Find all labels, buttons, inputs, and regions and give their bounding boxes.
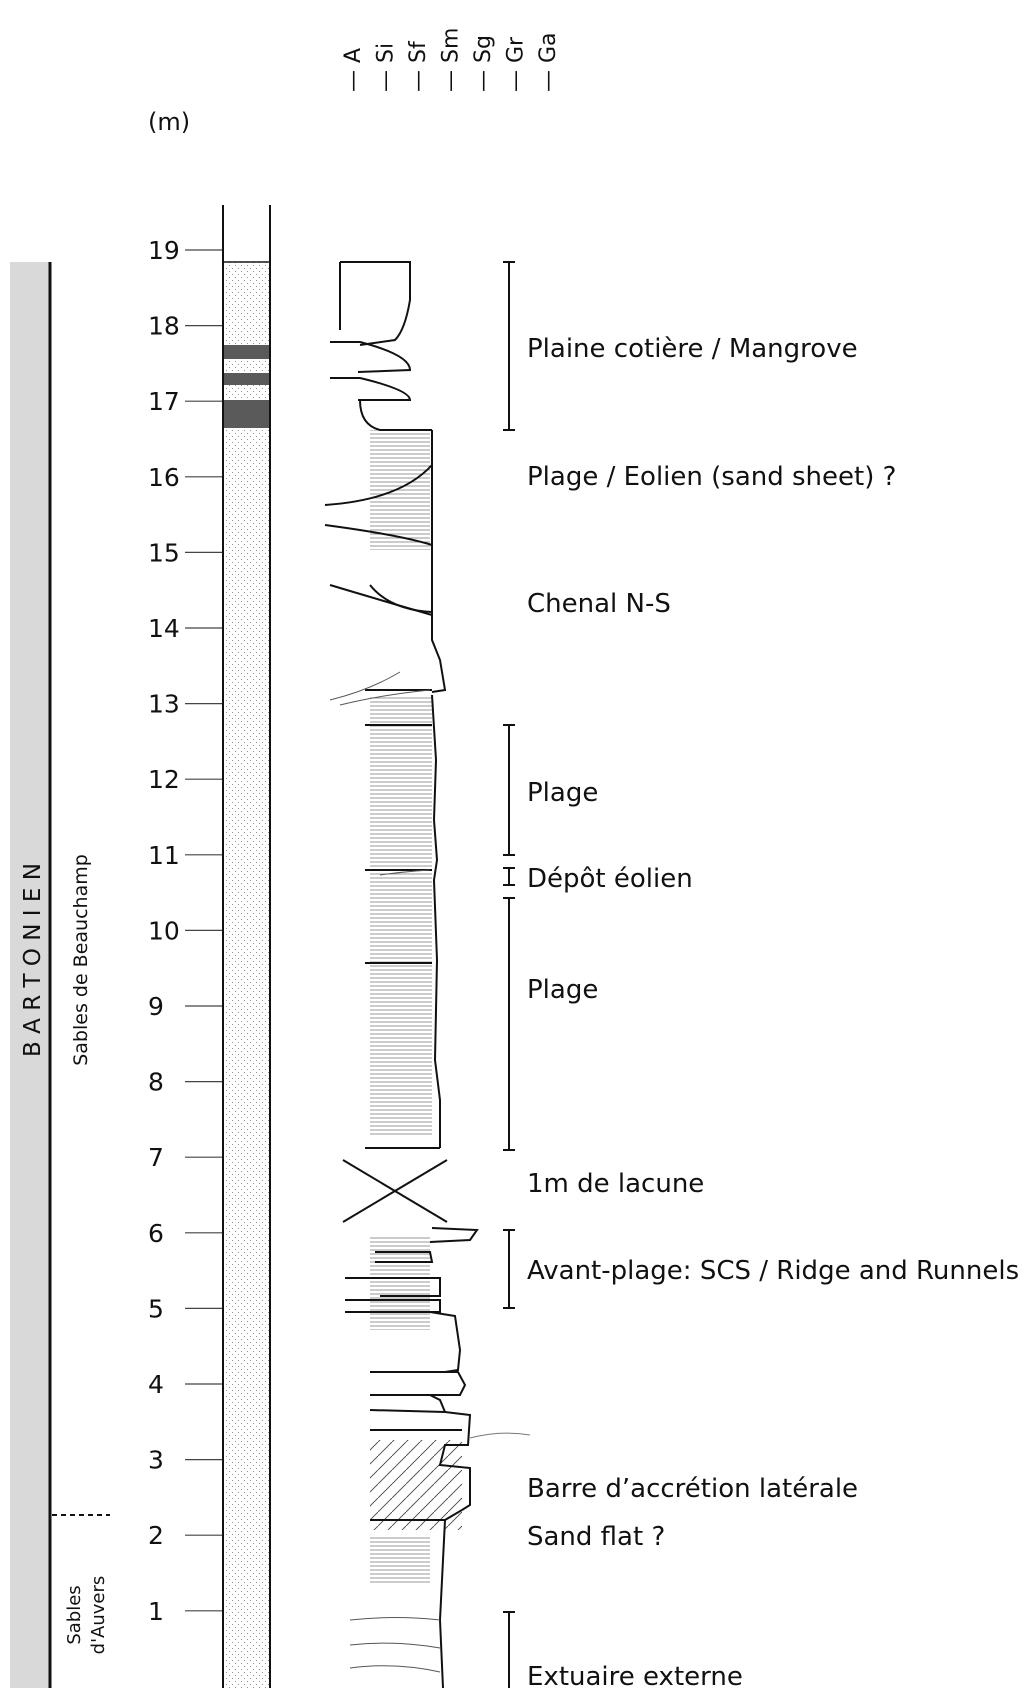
interpretation-label: Plage / Eolien (sand sheet) ? — [527, 462, 896, 492]
stage-label: B A R T O N I E N — [20, 863, 46, 1057]
depth-tick-label: 7 — [148, 1143, 164, 1172]
interpretation-brackets — [503, 261, 515, 1688]
formation-label-auvers-line1: Sables — [64, 1585, 85, 1644]
formation-label-beauchamp: Sables de Beauchamp — [70, 854, 92, 1066]
interpretation-label: Chenal N-S — [527, 589, 671, 619]
dark-bed — [224, 400, 269, 428]
dark-bed — [224, 373, 269, 385]
interpretation-label: Barre d’accrétion latérale — [527, 1474, 858, 1504]
interpretation-label: Extuaire externe — [527, 1662, 743, 1688]
interpretation-label: Sand flat ? — [527, 1522, 665, 1552]
depth-tick-label: 17 — [148, 387, 180, 416]
sedimentary-log-profile — [324, 261, 531, 1688]
interpretation-label: Avant-plage: SCS / Ridge and Runnels — [527, 1256, 1019, 1286]
depth-tick-label: 18 — [148, 312, 180, 341]
grain-size-label: — Sm — [439, 28, 464, 92]
interpretation-label: Plage — [527, 975, 598, 1005]
stage-bar — [10, 262, 50, 1688]
depth-tick-label: 11 — [148, 841, 180, 870]
interpretation-label: Plaine cotière / Mangrove — [527, 334, 858, 364]
formation-label-auvers-line2: d'Auvers — [88, 1576, 109, 1655]
depth-tick-label: 14 — [148, 614, 180, 643]
interpretation-label: Dépôt éolien — [527, 864, 693, 894]
depth-tick-label: 3 — [148, 1446, 164, 1475]
depth-tick-label: 8 — [148, 1068, 164, 1097]
interpretation-label: Plage — [527, 778, 598, 808]
depth-tick-label: 15 — [148, 538, 180, 567]
depth-tick-label: 9 — [148, 992, 164, 1021]
depth-tick-label: 6 — [148, 1219, 164, 1248]
depth-tick-label: 16 — [148, 463, 180, 492]
grain-size-label: — Ga — [536, 32, 561, 92]
depth-tick-label: 5 — [148, 1294, 164, 1323]
grain-size-label: — Gr — [504, 36, 529, 92]
depth-tick-label: 12 — [148, 765, 180, 794]
grain-size-label: — Si — [374, 43, 399, 92]
grain-size-scale: — A — Si — Sf — Sm — Sg — Gr — Ga — [341, 28, 561, 92]
grain-size-label: — A — [341, 48, 366, 92]
depth-tick-label: 1 — [148, 1597, 164, 1626]
depth-tick-label: 13 — [148, 690, 180, 719]
depth-tick-label: 4 — [148, 1370, 164, 1399]
interpretation-label: 1m de lacune — [527, 1169, 704, 1199]
grain-size-label: — Sf — [406, 40, 431, 92]
lithology-column — [222, 205, 271, 1688]
unit-label: (m) — [148, 108, 190, 136]
depth-tick-label: 2 — [148, 1521, 164, 1550]
depth-tick-label: 10 — [148, 916, 180, 945]
depth-tick-label: 19 — [148, 236, 180, 265]
depth-scale: 19 18 17 16 15 14 13 12 11 10 9 8 7 6 5 4 3 2 1 — [148, 236, 223, 1626]
dark-bed — [224, 345, 269, 359]
grain-size-label: — Sg — [471, 35, 496, 92]
